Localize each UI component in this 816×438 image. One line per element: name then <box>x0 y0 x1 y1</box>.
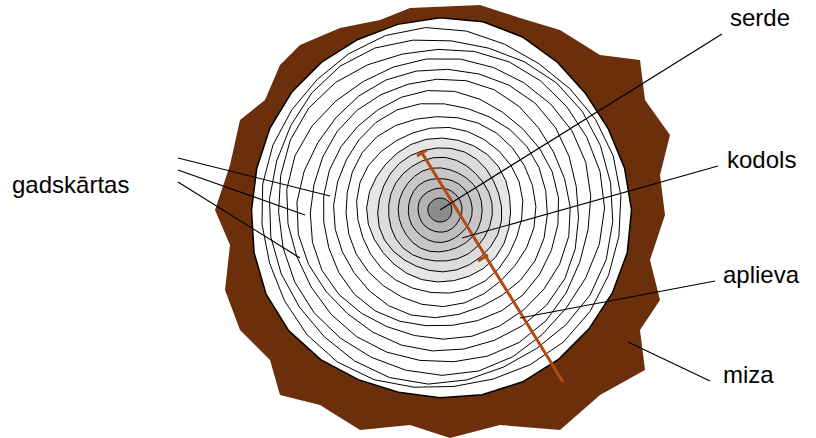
growth-ring <box>279 49 605 375</box>
part-label: aplieva <box>723 261 799 289</box>
tick-mark <box>478 255 488 261</box>
leader-line <box>178 170 305 215</box>
part-label: serde <box>730 4 790 32</box>
radius-line <box>422 153 563 382</box>
leader-line <box>178 158 330 196</box>
part-label: kodols <box>727 146 796 174</box>
leader-line <box>178 182 300 258</box>
growth-ring <box>418 188 462 232</box>
growth-ring <box>346 117 536 307</box>
leader-lines <box>178 34 722 381</box>
leader-line <box>520 281 715 318</box>
growth-rings <box>252 18 632 398</box>
tick-mark <box>417 150 427 156</box>
growth-ring <box>428 198 452 222</box>
growth-ring <box>408 179 472 243</box>
growth-ring <box>270 40 613 384</box>
part-label: miza <box>723 361 774 389</box>
growth-ring <box>262 28 621 388</box>
growth-ring <box>324 91 559 326</box>
growth-ring <box>252 18 632 398</box>
leader-line <box>628 342 710 381</box>
radius-line <box>417 150 563 382</box>
growth-ring <box>287 59 591 362</box>
growth-ring <box>297 69 579 351</box>
growth-ring <box>334 104 548 318</box>
bark <box>215 5 670 438</box>
part-label: gadskārtas <box>12 171 129 199</box>
growth-ring <box>357 127 523 293</box>
leader-line <box>462 166 718 238</box>
leader-line <box>440 34 722 210</box>
